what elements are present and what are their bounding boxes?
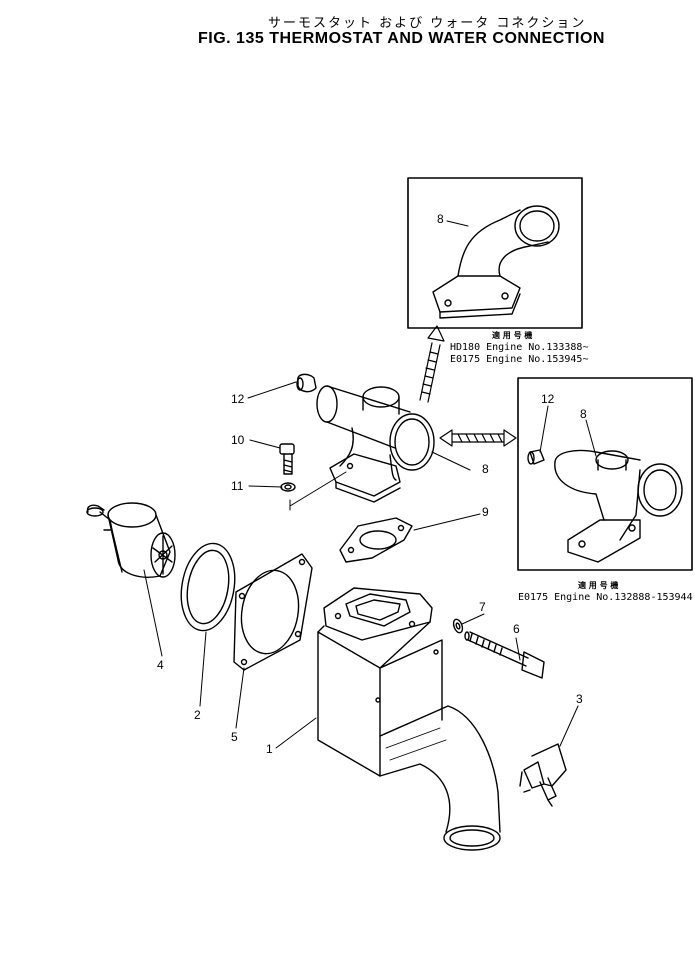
note-lower-heading: 適 用 号 機 [578, 581, 619, 590]
washer-part-7 [452, 618, 464, 634]
note-lower-applicability: 適 用 号 機 E0175 Engine No.132888-153944 [518, 580, 693, 604]
inset-box-lower [517, 377, 693, 571]
bolt-part-6 [464, 631, 545, 679]
arrow-to-lower-inset [439, 429, 517, 447]
callout-2: 2 [194, 708, 201, 722]
title-japanese: サーモスタット および ウォータ コネクション [268, 16, 587, 31]
callout-8-lower-inset: 8 [580, 407, 587, 421]
callout-5: 5 [231, 730, 238, 744]
title-english: FIG. 135 THERMOSTAT AND WATER CONNECTION [198, 30, 605, 47]
washer-part-11 [280, 482, 296, 492]
note-lower-line1: E0175 Engine No.132888-153944 [518, 592, 693, 603]
inset-box-upper [407, 177, 583, 329]
callout-7: 7 [479, 600, 486, 614]
note-upper-line2: E0175 Engine No.153945~ [450, 354, 589, 365]
gasket-part-9 [339, 517, 413, 563]
callout-12-lower-inset: 12 [541, 392, 555, 406]
thermostat-housing [296, 373, 435, 503]
callout-4: 4 [157, 658, 164, 672]
callout-8-main: 8 [482, 462, 489, 476]
callout-8-upper-inset: 8 [437, 212, 444, 226]
gasket-part-5 [233, 553, 313, 671]
thermostat-part-4 [86, 502, 176, 578]
callout-10: 10 [231, 433, 245, 447]
callout-11: 11 [231, 479, 244, 493]
note-upper-applicability: 適 用 号 機 HD180 Engine No.133388~ E0175 En… [450, 330, 588, 366]
water-connection-part-1 [317, 587, 501, 851]
callout-1: 1 [266, 742, 273, 756]
callout-12-main: 12 [231, 392, 245, 406]
leader-lines [143, 220, 597, 749]
note-upper-line1: HD180 Engine No.133388~ [450, 342, 589, 353]
arrow-to-upper-inset [419, 325, 445, 403]
seal-ring-part-2 [180, 542, 236, 632]
elbow-fitting-part-3 [519, 743, 567, 807]
callout-3: 3 [576, 692, 583, 706]
note-upper-heading: 適 用 号 機 [492, 331, 533, 340]
callout-9: 9 [482, 505, 489, 519]
bolt-part-10 [279, 443, 295, 475]
callout-6: 6 [513, 622, 520, 636]
